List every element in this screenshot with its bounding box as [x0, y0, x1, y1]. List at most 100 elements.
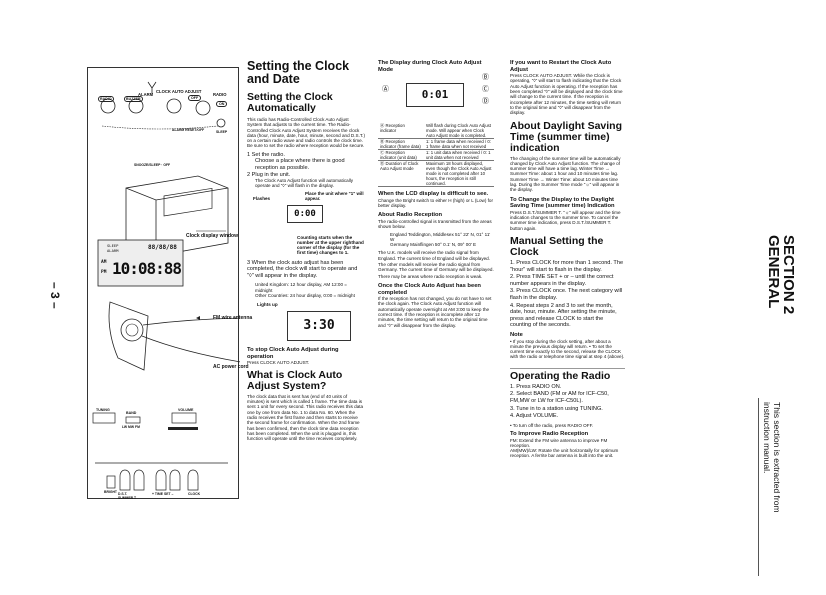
indicator-desc: 1: 1 frame data when received / 0: 1 fra… — [426, 139, 491, 150]
manual-step-4: 4. Repeat steps 2 and 3 to set the month… — [510, 302, 617, 329]
indicator-name: Ⓒ Reception indicator (unit data) — [380, 150, 417, 161]
fig-fm-wire-antenna: FM wire antenna — [213, 315, 253, 321]
section-tab: SECTION 2 GENERAL — [765, 235, 797, 315]
fig-sleep: SLEEP — [216, 130, 228, 134]
fig-snooze: SNOOZE/SLEEP · OFF — [134, 163, 171, 167]
clock-radio-drawing — [92, 81, 240, 491]
small-lcd-1: 0:00 — [287, 204, 323, 223]
restart-body: Press CLOCK AUTO ADJUST. While the Clock… — [510, 73, 623, 116]
heading-daylight-saving: About Daylight Saving Time (summer time)… — [510, 119, 623, 154]
step-3: 3 When the clock auto adjust has been co… — [247, 259, 358, 279]
indicator-desc: Will flash during Clock Auto Adjust mode… — [426, 123, 491, 139]
fig-clock-display-window: Clock display window — [186, 233, 238, 239]
fig-lcd-pm: PM — [101, 270, 107, 275]
manual-step-2: 2. Press TIME SET + or – until the corre… — [510, 274, 614, 287]
change-body: Press D.S.T./SUMMER T. "☼" will appear a… — [510, 209, 621, 231]
turn-off-note: • To turn off the radio, press RADIO OFF… — [510, 422, 594, 428]
indicator-desc: Maximum 18 hours displayed, even though … — [426, 161, 492, 187]
heading-once-completed: Once the Clock Auto Adjust has been comp… — [378, 282, 481, 296]
indicator-row: Ⓑ Reception indicator (frame data) 1: 1 f… — [378, 139, 494, 150]
fig-off-btn: OFF — [188, 95, 202, 101]
fig-clock: CLOCK — [188, 492, 201, 496]
fig-lcd-sleep: SLEEP — [107, 243, 119, 248]
fig-tuning: TUNING — [96, 408, 110, 412]
heading-what-is-clock-auto: What is Clock Auto Adjust System? — [247, 368, 343, 392]
section-sub: GENERAL — [765, 235, 782, 309]
heading-setting-clock-automatically: Setting the Clock Automatically — [247, 91, 333, 114]
fig-on-btn: ON — [216, 101, 228, 107]
once-body: If the reception has not changed, you do… — [378, 296, 492, 328]
label-flashes: Flashes — [253, 195, 271, 201]
lights-up-figure: Lights up 3:30 — [247, 301, 365, 347]
intro-text: This radio has Radio-Controlled Clock Au… — [247, 117, 365, 149]
fig-alarm-reset: ALARM RESET/OFF — [172, 128, 205, 132]
step-2-detail: The Clock Auto Adjust function will auto… — [255, 178, 354, 189]
small-lcd-2: 3:30 — [287, 311, 351, 342]
title-setting-clock-date: Setting the Clock and Date — [247, 59, 350, 86]
reception-bullet-3: There may be areas where radio reception… — [378, 273, 483, 279]
heading-display-during: The Display during Clock Auto Adjust Mod… — [378, 60, 482, 73]
heading-manual-setting: Manual Setting the Clock — [510, 235, 604, 259]
fig-bright: BRIGHT — [104, 490, 117, 494]
what-body: The clock data that is sent has (end of … — [247, 393, 364, 442]
column-2: The Display during Clock Auto Adjust Mod… — [378, 60, 494, 328]
uk-note: United Kingdom: 12 hour display, AM 12:0… — [255, 282, 347, 293]
extract-note-border — [758, 398, 786, 576]
indicator-name: Ⓑ Reception indicator (frame data) — [380, 139, 421, 150]
about-body: The radio-controlled signal is transmitt… — [378, 218, 492, 230]
marker-b: Ⓑ — [482, 74, 489, 82]
column-1: Setting the Clock and Date Setting the C… — [247, 59, 365, 442]
marker-d: Ⓓ — [482, 98, 489, 106]
heading-note: Note — [510, 331, 523, 338]
heading-change-display: To Change the Display to the Daylight Sa… — [510, 196, 615, 210]
radio-step-3: 3. Tune in to a station using TUNING. — [510, 405, 603, 412]
radio-step-2: 2. Select BAND (FM or AM for ICF-C50, FM… — [510, 391, 609, 404]
indicator-name: Ⓓ Duration of Clock Auto Adjust mode — [380, 161, 419, 172]
step-1: 1 Set the radio. — [247, 151, 285, 158]
fig-lcd: SLEEP ALARM 88/88/88 AM PM 10:08:88 — [98, 240, 183, 286]
step-2: 2 Plug in the unit. — [247, 171, 291, 178]
fig-ac-power-cord: AC power cord — [213, 364, 249, 370]
fig-lcd-small: 88/88/88 — [148, 244, 177, 251]
stop-body: Press CLOCK AUTO ADJUST. — [247, 360, 310, 366]
indicator-row: Ⓒ Reception indicator (unit data)1: 1 un… — [378, 150, 494, 161]
heading-lcd-difficult: When the LCD display is difficult to see… — [378, 191, 489, 198]
fig-lcd-time: 10:08:88 — [112, 259, 182, 278]
fig-dst-summer: D.S.T. SUMMER T — [118, 492, 137, 500]
fig-lcd-alarm: ALARM — [107, 248, 119, 253]
difficult-body: Change the Bright switch to either H (hi… — [378, 197, 493, 209]
heading-restart: If you want to Restart the Clock Auto Ad… — [510, 60, 612, 73]
heading-improve-reception: To Improve Radio Reception — [510, 431, 589, 437]
marker-a: Ⓐ — [382, 86, 389, 94]
fig-buzzer-btn: BUZZER — [124, 96, 143, 102]
product-illustration: ALARM CLOCK AUTO ADJUST RADIO RADIO BUZZ… — [87, 67, 252, 500]
england-location: England Teddington, Middlesex 51° 22' N,… — [390, 231, 491, 242]
page-number: – 3 – — [48, 282, 62, 309]
note-body: • If you stop during the clock setting, … — [510, 338, 625, 360]
fig-lw-mw-fm: LW MW FM — [122, 425, 140, 429]
reception-bullet-2: The other models will receive the radio … — [378, 262, 494, 273]
counting-note: Counting starts when the number at the u… — [297, 234, 364, 256]
heading-operating-radio: Operating the Radio — [510, 367, 625, 382]
section-title: SECTION 2 — [780, 235, 797, 315]
flash-figure: Flashes Place the unit where "1" will ap… — [247, 191, 365, 235]
dst-body: The changing of the summer time will be … — [510, 155, 621, 193]
fig-radio: RADIO — [213, 92, 227, 97]
fig-time-set: + TIME SET – — [152, 492, 174, 496]
improve-am: AM(MW)/LW: Rotate the unit horizontally … — [510, 448, 619, 459]
improve-fm: FM: Extend the FM wire antenna to improv… — [510, 437, 608, 448]
fig-alarm: ALARM — [138, 92, 154, 97]
fig-radio-btn: RADIO — [98, 96, 114, 102]
indicator-row: Ⓓ Duration of Clock Auto Adjust mode Maxi… — [378, 161, 494, 187]
column-3: If you want to Restart the Clock Auto Ad… — [510, 60, 625, 459]
manual-step-1: 1. Press CLOCK for more than 1 second. T… — [510, 260, 624, 273]
heading-stop-clock-auto: To stop Clock Auto Adjust during operati… — [247, 347, 339, 360]
other-note: Other Countries: 24 hour display, 0:00 =… — [255, 292, 355, 298]
marker-c: Ⓒ — [482, 86, 489, 94]
heading-about-reception: About Radio Reception — [378, 212, 443, 219]
label-lights-up: Lights up — [257, 302, 278, 308]
step-1-detail: Choose a place where there is good recep… — [255, 158, 345, 171]
reception-bullet-1: The U.K. models will receive the radio s… — [378, 250, 491, 261]
lcd-diagram: 0:01 Ⓐ Ⓑ Ⓒ Ⓓ — [378, 74, 494, 121]
